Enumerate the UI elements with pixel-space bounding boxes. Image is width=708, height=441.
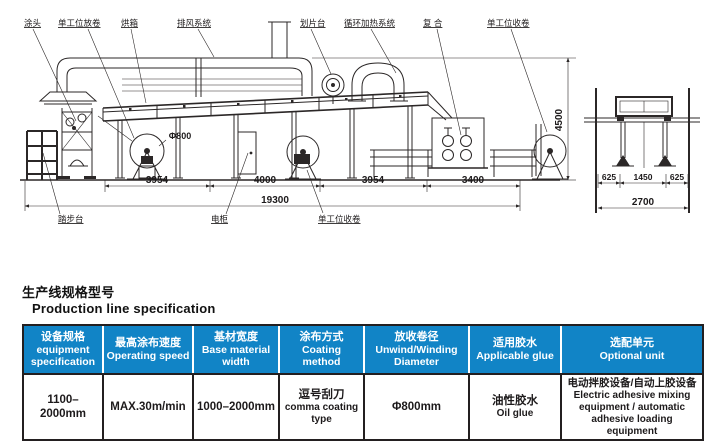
dim-total-19300: 19300 bbox=[261, 195, 289, 206]
cell-operating-speed: MAX.30m/min bbox=[104, 373, 194, 440]
label-coating-head: 涂头 bbox=[24, 18, 42, 28]
dim-4000: 4000 bbox=[254, 175, 277, 186]
oven-legs bbox=[115, 106, 415, 179]
dim-4500: 4500 bbox=[554, 108, 565, 131]
exhaust-hood bbox=[38, 91, 98, 105]
label-single-station-unwind: 单工位放卷 bbox=[58, 18, 101, 28]
mid-rewind-station bbox=[285, 135, 321, 180]
label-mid-rewind: 单工位收卷 bbox=[318, 214, 361, 224]
circulating-fan bbox=[321, 73, 345, 104]
page: 3954 4000 3954 3400 19300 4500 Φ800 涂头 单… bbox=[20, 18, 704, 441]
roll-diameter-label: Φ800 bbox=[169, 131, 191, 141]
label-circulating-heating-system: 循环加热系统 bbox=[344, 18, 396, 28]
exhaust-duct bbox=[56, 21, 313, 97]
label-step-platform: 踏步台 bbox=[58, 214, 84, 224]
final-rewind-station bbox=[532, 124, 568, 180]
dim-1450: 1450 bbox=[634, 172, 653, 182]
dim-3954-a: 3954 bbox=[146, 175, 169, 186]
circulating-heating-duct bbox=[348, 62, 408, 102]
outfeed-bench-right bbox=[490, 149, 536, 177]
dim-3954-b: 3954 bbox=[362, 175, 385, 186]
data-row: 1100–2000mm MAX.30m/min 1000–2000mm 逗号刮刀… bbox=[24, 373, 702, 440]
height-dimension: 4500 bbox=[312, 57, 576, 181]
section-title-zh: 生产线规格型号 bbox=[22, 285, 115, 300]
electric-cabinet bbox=[237, 131, 257, 175]
dim-625-left: 625 bbox=[602, 172, 616, 182]
laminating-station bbox=[428, 117, 488, 169]
coating-head bbox=[58, 108, 133, 179]
outfeed-bench-left bbox=[370, 149, 432, 177]
label-laminating: 复 合 bbox=[423, 18, 443, 28]
dim-3400: 3400 bbox=[462, 175, 485, 186]
cell-base-material-width: 1000–2000mm bbox=[194, 373, 280, 440]
cell-equipment-specification: 1100–2000mm bbox=[24, 373, 104, 440]
cell-unwind-winding-diameter: Φ800mm bbox=[365, 373, 470, 440]
label-single-station-rewind: 单工位收卷 bbox=[487, 18, 530, 28]
section-title-en: Production line specification bbox=[32, 301, 216, 316]
dimension-chain: 3954 4000 3954 3400 19300 bbox=[24, 175, 521, 211]
roll-diameter-callout: Φ800 bbox=[158, 131, 191, 147]
label-oven: 烘箱 bbox=[121, 18, 139, 28]
dim-2700: 2700 bbox=[632, 197, 655, 208]
label-electric-cabinet: 电柜 bbox=[211, 214, 229, 224]
step-platform bbox=[26, 130, 58, 180]
dim-625-right: 625 bbox=[670, 172, 684, 182]
oven-tunnel bbox=[102, 91, 453, 122]
bottom-callouts: 踏步台 电柜 单工位收卷 bbox=[42, 152, 361, 224]
production-line-diagram: 3954 4000 3954 3400 19300 4500 Φ800 涂头 单… bbox=[20, 18, 700, 224]
label-slitting-table: 划片台 bbox=[300, 18, 326, 28]
end-view: 625 1450 625 2700 bbox=[584, 88, 700, 213]
unwind-station bbox=[127, 133, 167, 180]
top-callouts: 涂头 单工位放卷 烘箱 排风系统 划片台 循环加热系统 复 合 单工位收卷 bbox=[24, 18, 548, 139]
label-exhaust-system: 排风系统 bbox=[177, 18, 212, 28]
